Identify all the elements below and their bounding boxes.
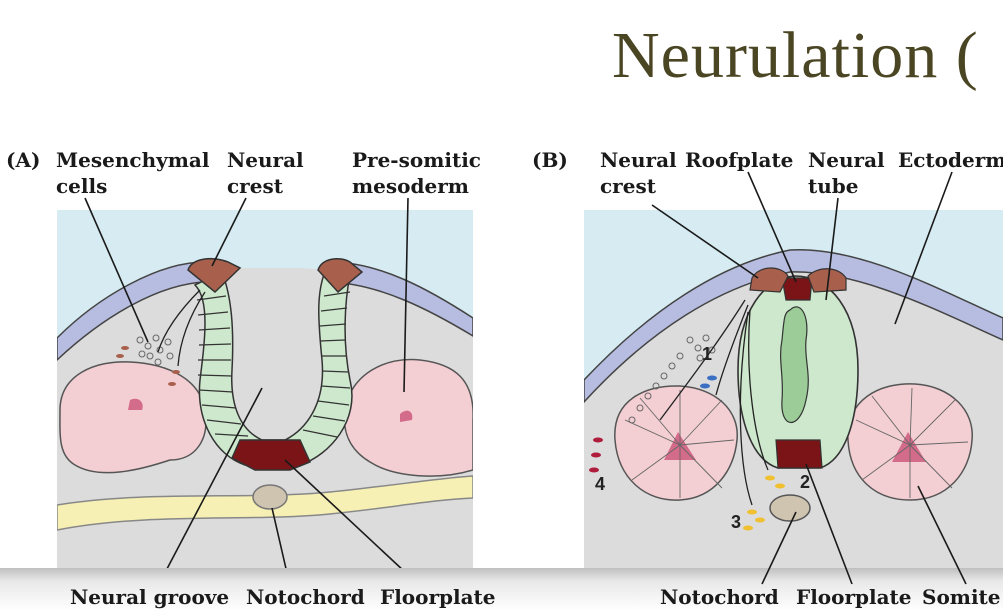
panel-a-somite-right-core (400, 410, 413, 422)
panel-b-tag: (B) (532, 148, 568, 172)
panel-b-neural-canal (779, 306, 809, 423)
panel-b-somite-rays (624, 387, 969, 498)
label-b-neural-crest-line2: crest (600, 174, 656, 198)
bottom-fade (0, 568, 1003, 611)
panel-a-neural-crest-left (187, 257, 242, 294)
panel-a-diagram (57, 197, 473, 587)
panel-a-neural-crest-right (317, 257, 364, 294)
panel-a-mesenchymal-cells (136, 334, 174, 366)
label-neural-crest-line1: Neural (227, 148, 304, 172)
label-neural-groove: Neural groove (70, 585, 230, 609)
label-roofplate: Roofplate (685, 148, 794, 172)
label-mesenchymal-cells-line2: cells (56, 174, 108, 198)
label-floorplate-b: Floorplate (796, 585, 912, 609)
label-neural-crest-line2: crest (227, 174, 283, 198)
panel-a-somite-left (59, 361, 207, 474)
panel-a-somite-left-core (128, 398, 143, 410)
panel-b-notochord (769, 494, 811, 522)
step-number-2: 2 (800, 472, 811, 492)
panel-b-migrating-cells (589, 375, 785, 531)
panel-a-floorplate (231, 439, 312, 471)
step-number-3: 3 (731, 512, 742, 532)
slide-title: Neurulation ( (612, 19, 979, 92)
label-neural-tube-line2: tube (808, 174, 859, 198)
step-number-4: 4 (595, 474, 606, 494)
panel-a-migration-arrows (157, 289, 206, 367)
panel-a-tag: (A) (6, 148, 41, 172)
panel-b-floorplate (775, 439, 823, 469)
label-notochord-a: Notochord (246, 585, 365, 609)
label-presomitic-line1: Pre-somitic (352, 148, 481, 172)
label-presomitic-line2: mesoderm (352, 174, 469, 198)
label-ectoderm: Ectoderm (898, 148, 1003, 172)
panel-b-roofplate (781, 277, 813, 301)
panel-b-neural-crest-right (807, 268, 847, 293)
panel-a-notochord (252, 484, 288, 510)
label-neural-tube-line1: Neural (808, 148, 885, 172)
panel-b-somite-right-core (892, 432, 926, 462)
step-number-1: 1 (702, 344, 713, 364)
panel-b-mesenchymal-cells (628, 334, 716, 424)
panel-a-crest-cells (116, 346, 180, 386)
panel-a-ectoderm-right (329, 261, 473, 337)
panel-b-neural-crest-left (749, 267, 789, 293)
label-somite: Somite (922, 585, 1001, 609)
label-notochord-b: Notochord (660, 585, 779, 609)
panel-b-ectoderm (584, 249, 1003, 404)
label-b-neural-crest-line1: Neural (600, 148, 677, 172)
label-mesenchymal-cells-line1: Mesenchymal (56, 148, 210, 172)
panel-b-leader-lines (651, 171, 967, 585)
panel-b-diagram (584, 171, 1003, 585)
label-floorplate-a: Floorplate (380, 585, 496, 609)
panel-a-neural-plate-stripes (196, 291, 351, 438)
panel-b-migration-arrows (659, 299, 769, 506)
